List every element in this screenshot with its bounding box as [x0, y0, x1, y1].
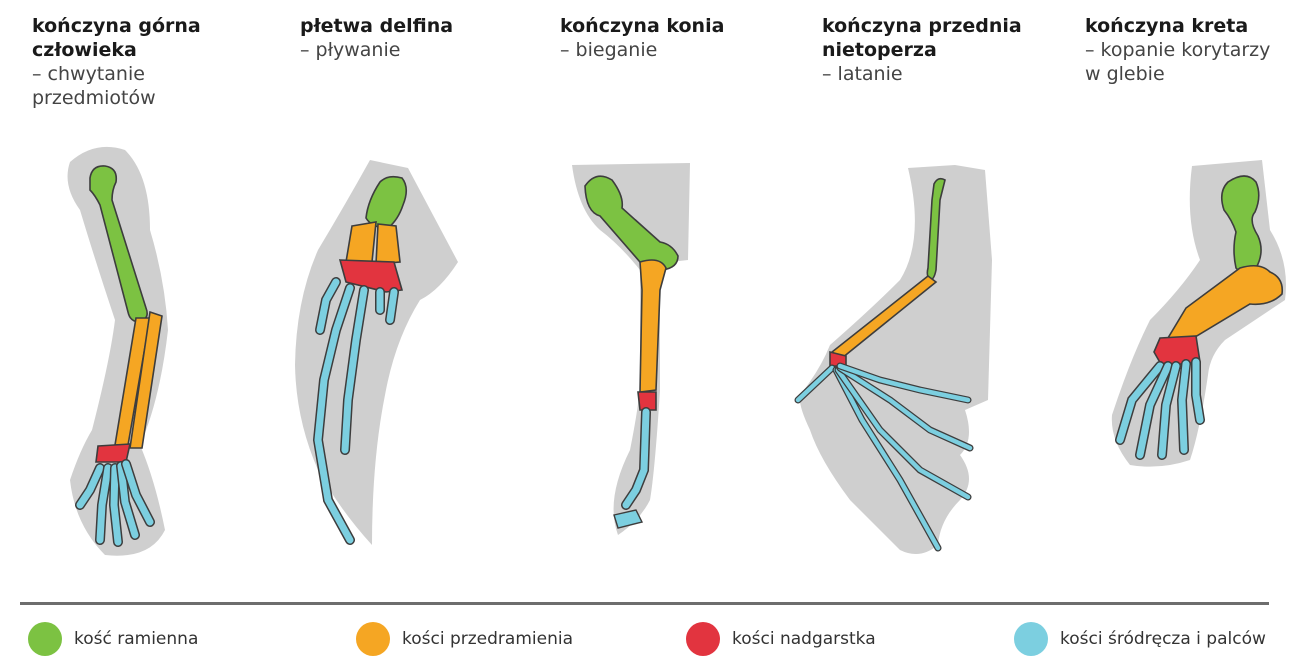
legend-label: kości nadgarstka	[732, 629, 876, 649]
dolphin-flipper	[295, 160, 458, 545]
legend-swatch-orange	[356, 622, 390, 656]
horse-forearm	[640, 260, 666, 392]
horse-limb	[572, 163, 690, 535]
limbs-illustration: .sil { fill: #cfcfcf; } .hum { fill: #7c…	[0, 0, 1291, 600]
legend-label: kość ramienna	[74, 629, 198, 649]
legend-label: kości śródręcza i palców	[1060, 629, 1266, 649]
legend-label: kości przedramienia	[402, 629, 573, 649]
human-arm	[68, 147, 168, 556]
bat-wing	[798, 165, 992, 554]
legend-swatch-red	[686, 622, 720, 656]
legend-swatch-green	[28, 622, 62, 656]
mole-limb	[1112, 160, 1286, 467]
legend-divider	[20, 602, 1269, 605]
legend-item-humerus: kość ramienna	[28, 621, 198, 657]
legend-swatch-blue	[1014, 622, 1048, 656]
dolphin-ulna	[376, 224, 400, 264]
legend-item-carpals: kości nadgarstka	[686, 621, 876, 657]
legend-item-forearm: kości przedramienia	[356, 621, 573, 657]
legend-item-digits: kości śródręcza i palców	[1014, 621, 1266, 657]
